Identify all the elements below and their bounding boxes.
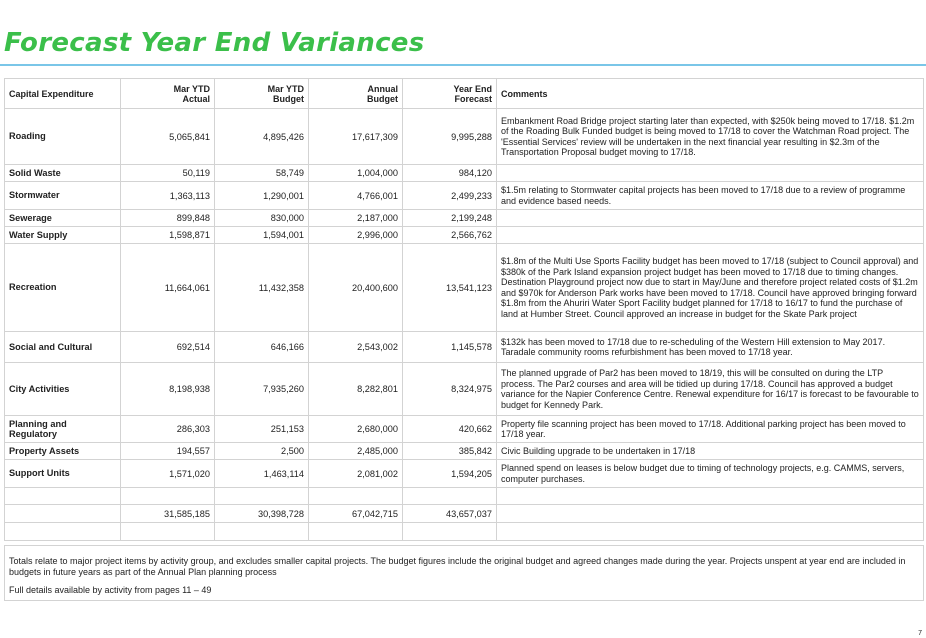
row-comment: Planned spend on leases is below budget … <box>496 459 924 488</box>
row-forecast: 385,842 <box>402 442 497 460</box>
row-forecast: 984,120 <box>402 164 497 182</box>
row-annual: 17,617,309 <box>308 108 403 165</box>
row-name: Solid Waste <box>4 164 121 182</box>
table-row: Social and Cultural 692,514 646,166 2,54… <box>4 331 924 363</box>
total-actual: 31,585,185 <box>120 504 215 523</box>
row-comment: $132k has been moved to 17/18 due to re-… <box>496 331 924 363</box>
table-row: Support Units 1,571,020 1,463,114 2,081,… <box>4 459 924 488</box>
header-comments: Comments <box>496 78 924 109</box>
row-actual: 1,363,113 <box>120 181 215 210</box>
row-actual: 194,557 <box>120 442 215 460</box>
table-row: Roading 5,065,841 4,895,426 17,617,309 9… <box>4 108 924 165</box>
table-row: Sewerage 899,848 830,000 2,187,000 2,199… <box>4 209 924 227</box>
row-annual: 4,766,001 <box>308 181 403 210</box>
row-actual: 11,664,061 <box>120 243 215 332</box>
page-number: 7 <box>918 630 922 637</box>
row-budget: 646,166 <box>214 331 309 363</box>
row-forecast: 2,566,762 <box>402 226 497 244</box>
row-annual: 2,485,000 <box>308 442 403 460</box>
row-actual: 692,514 <box>120 331 215 363</box>
row-name: Recreation <box>4 243 121 332</box>
row-annual: 2,996,000 <box>308 226 403 244</box>
row-comment: $1.5m relating to Stormwater capital pro… <box>496 181 924 210</box>
row-forecast: 9,995,288 <box>402 108 497 165</box>
footnotes-box: Totals relate to major project items by … <box>4 545 924 601</box>
row-comment: $1.8m of the Multi Use Sports Facility b… <box>496 243 924 332</box>
table-row: Planning and Regulatory 286,303 251,153 … <box>4 415 924 443</box>
row-name: Support Units <box>4 459 121 488</box>
row-forecast: 1,145,578 <box>402 331 497 363</box>
row-comment: The planned upgrade of Par2 has been mov… <box>496 362 924 416</box>
row-budget: 1,290,001 <box>214 181 309 210</box>
row-budget: 58,749 <box>214 164 309 182</box>
row-budget: 2,500 <box>214 442 309 460</box>
row-annual: 8,282,801 <box>308 362 403 416</box>
totals-row: 31,585,185 30,398,728 67,042,715 43,657,… <box>4 504 924 523</box>
header-mar-ytd-actual: Mar YTD Actual <box>120 78 215 109</box>
header-year-end-forecast: Year End Forecast <box>402 78 497 109</box>
row-comment <box>496 164 924 182</box>
row-forecast: 420,662 <box>402 415 497 443</box>
row-actual: 8,198,938 <box>120 362 215 416</box>
row-name: Planning and Regulatory <box>4 415 121 443</box>
total-budget: 30,398,728 <box>214 504 309 523</box>
row-budget: 11,432,358 <box>214 243 309 332</box>
total-annual: 67,042,715 <box>308 504 403 523</box>
row-actual: 286,303 <box>120 415 215 443</box>
row-forecast: 1,594,205 <box>402 459 497 488</box>
row-name: Stormwater <box>4 181 121 210</box>
row-actual: 1,571,020 <box>120 459 215 488</box>
table-row: Water Supply 1,598,871 1,594,001 2,996,0… <box>4 226 924 244</box>
row-name: City Activities <box>4 362 121 416</box>
table-header-row: Capital Expenditure Mar YTD Actual Mar Y… <box>4 78 924 109</box>
row-comment <box>496 226 924 244</box>
row-name: Water Supply <box>4 226 121 244</box>
row-annual: 2,543,002 <box>308 331 403 363</box>
row-annual: 1,004,000 <box>308 164 403 182</box>
row-forecast: 8,324,975 <box>402 362 497 416</box>
row-budget: 1,463,114 <box>214 459 309 488</box>
spacer-row <box>4 487 924 505</box>
row-budget: 1,594,001 <box>214 226 309 244</box>
header-mar-ytd-budget: Mar YTD Budget <box>214 78 309 109</box>
row-name: Roading <box>4 108 121 165</box>
total-forecast: 43,657,037 <box>402 504 497 523</box>
row-budget: 7,935,260 <box>214 362 309 416</box>
spacer-row <box>4 522 924 541</box>
table-row: Solid Waste 50,119 58,749 1,004,000 984,… <box>4 164 924 182</box>
row-comment: Embankment Road Bridge project starting … <box>496 108 924 165</box>
page-title: Forecast Year End Variances <box>4 28 425 58</box>
row-annual: 20,400,600 <box>308 243 403 332</box>
row-comment: Civic Building upgrade to be undertaken … <box>496 442 924 460</box>
table-row: Property Assets 194,557 2,500 2,485,000 … <box>4 442 924 460</box>
title-divider <box>0 64 926 66</box>
row-name: Property Assets <box>4 442 121 460</box>
row-comment: Property file scanning project has been … <box>496 415 924 443</box>
header-annual-budget: Annual Budget <box>308 78 403 109</box>
table-row: Recreation 11,664,061 11,432,358 20,400,… <box>4 243 924 332</box>
row-actual: 1,598,871 <box>120 226 215 244</box>
row-annual: 2,680,000 <box>308 415 403 443</box>
header-capital-expenditure: Capital Expenditure <box>4 78 121 109</box>
table-row: Stormwater 1,363,113 1,290,001 4,766,001… <box>4 181 924 210</box>
row-budget: 251,153 <box>214 415 309 443</box>
row-actual: 5,065,841 <box>120 108 215 165</box>
row-forecast: 2,199,248 <box>402 209 497 227</box>
row-actual: 50,119 <box>120 164 215 182</box>
row-budget: 4,895,426 <box>214 108 309 165</box>
row-forecast: 13,541,123 <box>402 243 497 332</box>
row-annual: 2,081,002 <box>308 459 403 488</box>
row-comment <box>496 209 924 227</box>
capital-expenditure-table: Capital Expenditure Mar YTD Actual Mar Y… <box>4 78 924 541</box>
row-budget: 830,000 <box>214 209 309 227</box>
totals-footnote: Totals relate to major project items by … <box>9 556 906 577</box>
row-actual: 899,848 <box>120 209 215 227</box>
row-annual: 2,187,000 <box>308 209 403 227</box>
details-footnote: Full details available by activity from … <box>9 585 212 595</box>
row-forecast: 2,499,233 <box>402 181 497 210</box>
table-row: City Activities 8,198,938 7,935,260 8,28… <box>4 362 924 416</box>
row-name: Sewerage <box>4 209 121 227</box>
row-name: Social and Cultural <box>4 331 121 363</box>
